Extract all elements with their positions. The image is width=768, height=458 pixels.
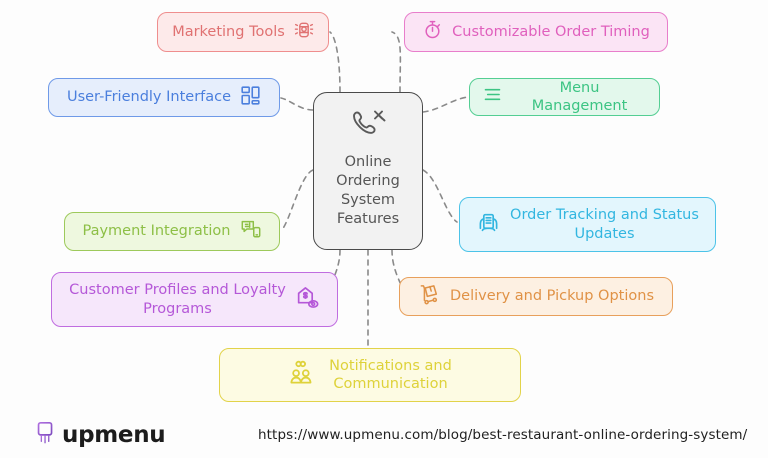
node-marketing-tools[interactable]: Marketing Tools [157, 12, 329, 52]
payment-bubble-icon [240, 218, 262, 245]
node-label-marketing-tools: Marketing Tools [172, 23, 285, 40]
connector-order-tracking-and-status-updates [422, 169, 458, 223]
people-group-icon [288, 359, 315, 391]
loyalty-house-icon [295, 285, 320, 315]
node-order-tracking-and-status-updates[interactable]: Order Tracking and Status Updates [459, 197, 716, 252]
node-label-notifications-and-communication: Notifications and Communication [329, 357, 452, 392]
node-customer-profiles-and-loyalty-programs[interactable]: Customer Profiles and Loyalty Programs [51, 272, 338, 327]
footer: upmenu https://www.upmenu.com/blog/best-… [0, 412, 768, 458]
node-label-order-tracking-and-status-updates: Order Tracking and Status Updates [510, 207, 699, 242]
delivery-cart-icon [418, 283, 441, 311]
connector-user-friendly-interface [280, 97, 314, 111]
node-menu-management[interactable]: Menu Management [469, 78, 660, 116]
layout-grid-icon [240, 85, 261, 111]
connector-menu-management [422, 96, 469, 113]
package-tracking-icon [476, 210, 501, 240]
node-user-friendly-interface[interactable]: User-Friendly Interface [48, 78, 280, 117]
brand-name: upmenu [62, 422, 166, 448]
node-label-delivery-and-pickup-options: Delivery and Pickup Options [449, 288, 654, 305]
node-label-menu-management: Menu Management [531, 79, 628, 114]
upmenu-logo-icon [36, 420, 55, 450]
list-lines-icon [482, 84, 503, 110]
connector-marketing-tools [329, 31, 341, 93]
node-label-customizable-order-timing: Customizable Order Timing [452, 23, 650, 40]
megaphone-icon [294, 20, 314, 45]
brand-logo: upmenu [36, 420, 166, 450]
connector-payment-integration [280, 169, 314, 232]
node-customizable-order-timing[interactable]: Customizable Order Timing [404, 12, 668, 52]
node-label-user-friendly-interface: User-Friendly Interface [66, 89, 232, 106]
stopwatch-icon [422, 19, 443, 45]
node-label-payment-integration: Payment Integration [82, 223, 231, 240]
node-label-customer-profiles-and-loyalty-programs: Customer Profiles and Loyalty Programs [69, 282, 286, 317]
center-node-title: Online Ordering System Features [336, 154, 400, 227]
footer-url: https://www.upmenu.com/blog/best-restaur… [258, 427, 748, 443]
phone-fork-knife-icon [348, 107, 388, 145]
node-payment-integration[interactable]: Payment Integration [64, 212, 280, 251]
node-delivery-and-pickup-options[interactable]: Delivery and Pickup Options [399, 277, 673, 316]
center-node[interactable]: Online Ordering System Features [313, 92, 423, 250]
connector-customizable-order-timing [391, 31, 402, 93]
node-notifications-and-communication[interactable]: Notifications and Communication [219, 348, 521, 402]
